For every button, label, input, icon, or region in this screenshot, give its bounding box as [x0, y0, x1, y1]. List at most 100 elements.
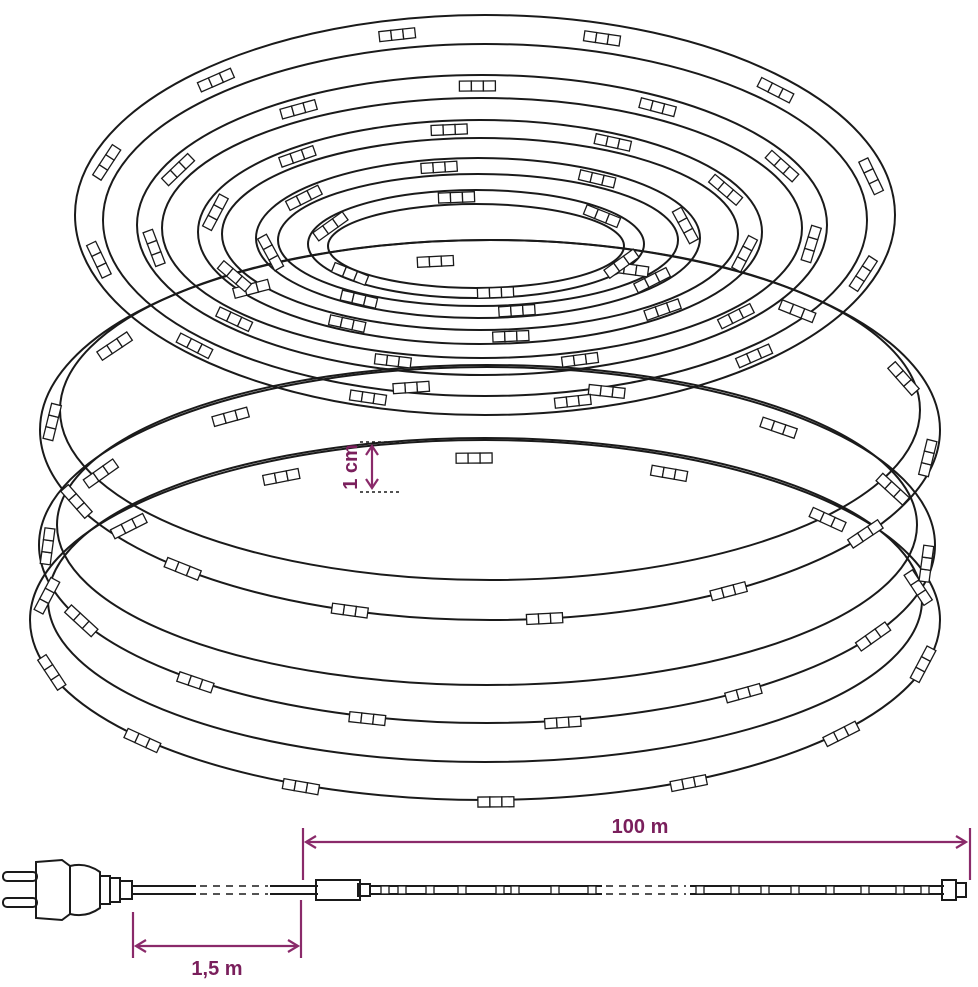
- spiral-loop-2: [136, 74, 828, 376]
- coil-led-67: [491, 329, 530, 343]
- coil-led-70: [201, 193, 230, 232]
- coil-led-35: [42, 402, 63, 442]
- coil-led-49: [196, 67, 236, 93]
- coil-led-59: [160, 152, 196, 187]
- coil-led-36: [95, 331, 134, 362]
- spiral-loop-4b: [277, 173, 679, 307]
- coil-led-57: [214, 306, 254, 333]
- coil-led-22: [211, 406, 251, 428]
- coil-led-65: [730, 234, 759, 273]
- coil-led-43: [734, 343, 774, 369]
- plug-pin-bottom: [2, 897, 38, 908]
- connector-collar: [357, 883, 371, 897]
- plug-grip-1: [99, 875, 111, 905]
- coil-led-41: [886, 360, 921, 397]
- coil-led-18: [175, 670, 215, 694]
- coil-led-11: [649, 464, 689, 483]
- coil-led-71: [277, 144, 317, 168]
- coil-led-53: [857, 157, 885, 196]
- coil-led-45: [348, 389, 388, 406]
- spiral-loop-3: [197, 119, 763, 345]
- coil-led-markers: [33, 27, 938, 808]
- coil-led-9: [261, 467, 301, 487]
- strip-led-11: [790, 885, 800, 895]
- coil-led-21: [82, 458, 120, 489]
- coil-led-1: [822, 720, 861, 748]
- spiral-loop-5: [307, 189, 645, 299]
- strip-led-1: [397, 885, 407, 895]
- coil-led-31: [525, 612, 564, 626]
- coil-led-86: [312, 210, 349, 242]
- strip-led-8: [695, 885, 705, 895]
- coil-led-56: [373, 353, 413, 369]
- coil-led-76: [497, 303, 536, 318]
- coil-led-74: [707, 173, 744, 207]
- coil-led-48: [91, 143, 122, 182]
- coil-led-63: [764, 149, 800, 183]
- coil-led-44: [553, 393, 592, 409]
- light-strip: [370, 885, 944, 895]
- coil-led-6: [36, 653, 67, 692]
- coil-led-40: [777, 299, 817, 324]
- coil-led-4: [281, 777, 321, 796]
- coil-led-10: [455, 452, 493, 464]
- coil-led-52: [756, 76, 795, 104]
- strip-led-14: [895, 885, 905, 895]
- end-cap-tip: [955, 882, 967, 898]
- coil-led-15: [723, 682, 763, 704]
- coil-led-46: [175, 332, 214, 360]
- coil-led-5: [123, 727, 162, 754]
- coil-led-17: [348, 710, 387, 727]
- coil-led-19: [63, 604, 99, 638]
- coil-led-0: [909, 645, 937, 684]
- coil-led-73: [593, 132, 633, 152]
- coil-led-14: [854, 621, 892, 652]
- euro-plug-icon: [2, 858, 133, 922]
- length-label: 100 m: [612, 816, 669, 838]
- coil-led-84: [476, 286, 515, 299]
- strip-led-3: [457, 885, 467, 895]
- cable-arrow-left: [133, 939, 147, 953]
- strip-led-4: [495, 885, 505, 895]
- plug-strain-relief: [119, 880, 133, 900]
- coil-led-69: [216, 259, 253, 293]
- width-arrow-up: [365, 444, 379, 456]
- coil-led-30: [709, 580, 749, 602]
- coil-led-29: [846, 518, 885, 549]
- coil-led-51: [582, 30, 622, 47]
- coil-led-28: [917, 438, 938, 478]
- coil-led-50: [378, 27, 417, 43]
- end-cap-body: [941, 879, 957, 901]
- coil-led-47: [85, 240, 113, 279]
- coil-led-26: [875, 472, 911, 506]
- coil-led-82: [671, 206, 700, 245]
- plug-neck: [69, 863, 101, 917]
- coil-led-62: [638, 97, 678, 118]
- coil-led-23: [392, 380, 431, 395]
- strip-led-15: [920, 885, 930, 895]
- plug-pin-top: [2, 871, 38, 882]
- connector-body: [315, 879, 361, 901]
- coil-led-87: [437, 191, 476, 204]
- cable-dimension: 1,5 m: [131, 900, 303, 980]
- coil-led-64: [800, 224, 823, 264]
- coil-loop-mid-inner: [56, 364, 918, 686]
- coil-led-33: [163, 556, 203, 581]
- spiral-loop-1b: [102, 43, 868, 397]
- coil-led-54: [716, 302, 756, 330]
- width-label: 1 cm: [340, 444, 362, 490]
- coil-led-72: [430, 123, 469, 137]
- coil-led-66: [643, 298, 683, 322]
- coil-led-13: [903, 568, 934, 607]
- coil-led-27: [918, 544, 935, 583]
- end-cap-connector-icon: [941, 879, 967, 901]
- coil-led-7: [33, 576, 61, 615]
- strip-led-9: [730, 885, 740, 895]
- plug-grip-2: [109, 877, 121, 903]
- strip-led-12: [825, 885, 835, 895]
- coil-led-8: [109, 512, 148, 540]
- strip-led-0: [380, 885, 390, 895]
- coil-led-58: [142, 228, 166, 268]
